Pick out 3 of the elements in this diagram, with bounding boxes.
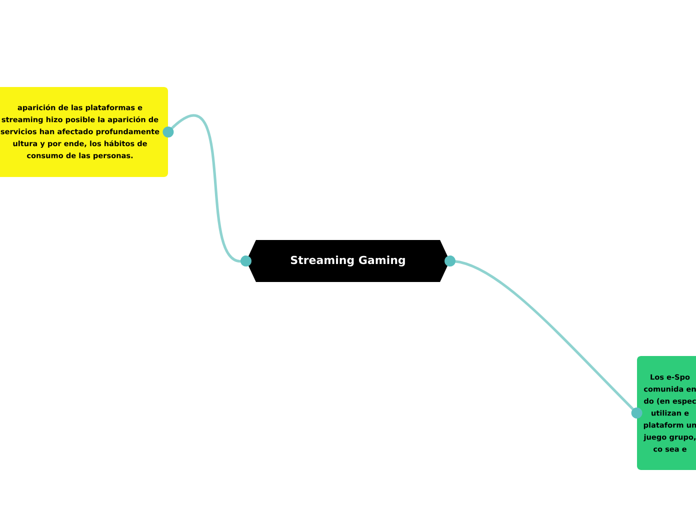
connector <box>444 256 642 418</box>
central-topic-hexagon: Streaming Gaming <box>246 240 450 282</box>
connector <box>162 114 252 266</box>
